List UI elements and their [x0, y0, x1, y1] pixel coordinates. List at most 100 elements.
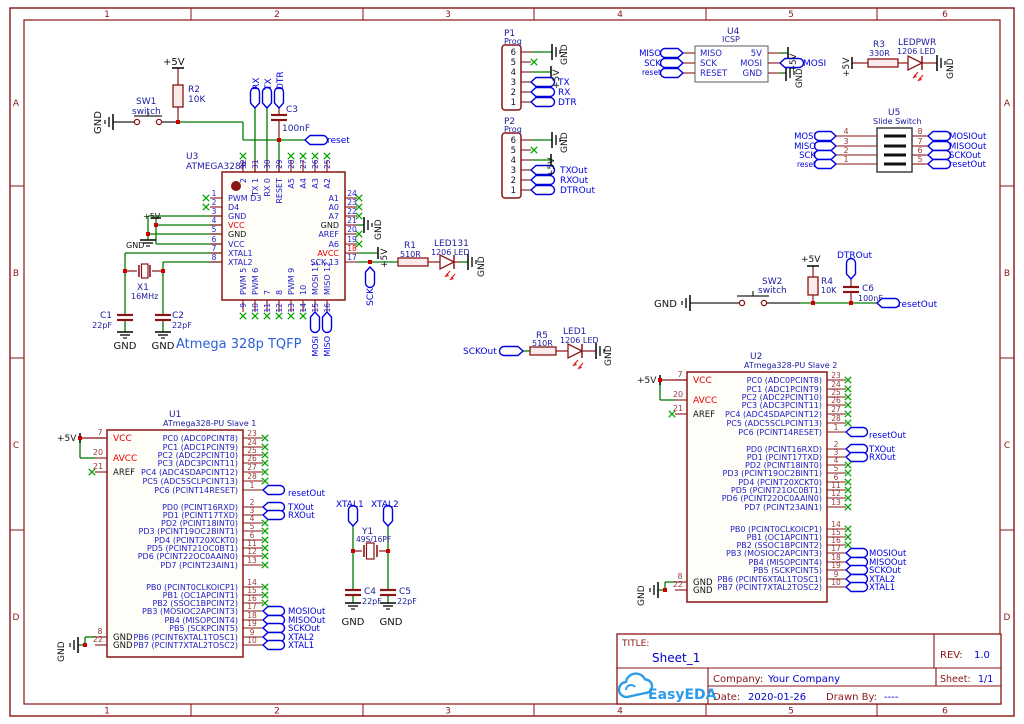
net-flag[interactable]	[529, 86, 556, 98]
schematic-label: 18	[347, 244, 357, 253]
net-flag[interactable]	[303, 134, 329, 146]
schematic-label: GND	[93, 111, 104, 134]
u3-chip-body[interactable]	[221, 171, 346, 301]
net-flag[interactable]	[261, 509, 286, 521]
r3-resistor-body[interactable]	[867, 58, 899, 68]
net-flag[interactable]	[382, 504, 394, 528]
net-flag[interactable]	[529, 96, 556, 108]
switch-contact[interactable]	[155, 118, 163, 126]
schematic-label: 1	[843, 155, 848, 164]
schematic-label: X1	[137, 283, 149, 293]
net-flag[interactable]	[926, 149, 952, 161]
schematic-label: PD5 (PCINT21OC0BT1)	[731, 486, 822, 495]
net-flag[interactable]	[875, 297, 901, 309]
schematic-label: SCK 13	[310, 258, 339, 267]
switch-contact[interactable]	[760, 299, 768, 307]
net-flag[interactable]	[309, 310, 321, 334]
schematic-label: PD3 (PCINT19OC2BINT1)	[139, 527, 238, 536]
schematic-label: +5V	[637, 376, 657, 386]
y1-crystal-body[interactable]	[365, 542, 375, 560]
net-flag[interactable]	[321, 310, 333, 334]
schematic-label: Y1	[361, 527, 373, 537]
schematic-label: 23	[347, 198, 357, 207]
net-flag[interactable]	[844, 564, 869, 576]
net-flag[interactable]	[844, 581, 869, 593]
net-flag[interactable]	[249, 86, 261, 110]
schematic-label: DTROut	[837, 251, 872, 261]
net-flag[interactable]	[659, 57, 685, 69]
net-flag[interactable]	[926, 158, 952, 170]
net-flag[interactable]	[844, 547, 869, 559]
schematic-label: 21	[347, 216, 357, 225]
schematic-label: 10	[299, 285, 308, 295]
no-connect-icon	[844, 486, 852, 494]
led1-led-body[interactable]	[567, 342, 584, 360]
net-flag[interactable]	[529, 174, 556, 186]
net-flag[interactable]	[261, 622, 286, 634]
schematic-label: 27	[247, 463, 257, 472]
net-flag[interactable]	[364, 265, 376, 289]
net-flag[interactable]	[844, 451, 869, 463]
schematic-label: P1	[504, 29, 515, 39]
net-flag[interactable]	[926, 140, 952, 152]
net-flag[interactable]	[813, 130, 838, 142]
schematic-label: 17	[347, 253, 357, 262]
net-flag[interactable]	[529, 184, 556, 196]
u1-chip-body[interactable]	[106, 429, 244, 658]
schematic-label: GND	[637, 585, 647, 606]
schematic-label: DTR	[558, 98, 577, 108]
p1-connector-body[interactable]	[501, 44, 522, 111]
u2-chip-body[interactable]	[686, 371, 828, 603]
net-flag[interactable]	[926, 130, 952, 142]
net-flag[interactable]	[529, 164, 556, 176]
r5-resistor-body[interactable]	[529, 346, 557, 356]
net-flag[interactable]	[273, 86, 285, 110]
r4-resistor-body[interactable]	[807, 276, 819, 296]
net-flag[interactable]	[813, 158, 838, 170]
net-flag[interactable]	[813, 149, 838, 161]
schematic-label: +5V	[789, 53, 799, 72]
schematic-label: 5	[834, 464, 839, 473]
schematic-label: GND	[795, 68, 805, 88]
ledpwr-led-body[interactable]	[907, 54, 924, 72]
net-flag[interactable]	[778, 57, 805, 69]
schematic-label: 7	[97, 428, 102, 437]
r1-resistor-body[interactable]	[397, 257, 429, 267]
schematic-label: 9	[250, 628, 255, 637]
led131-led-body[interactable]	[439, 253, 456, 271]
no-connect-icon	[355, 203, 363, 211]
net-flag[interactable]	[845, 257, 857, 281]
schematic-label: PD2 (PCINT18INT0)	[745, 461, 822, 470]
switch-contact[interactable]	[133, 118, 141, 126]
x1-crystal-body[interactable]	[140, 263, 149, 279]
net-flag[interactable]	[813, 140, 838, 152]
p2-connector-body[interactable]	[501, 132, 522, 199]
net-flag[interactable]	[529, 76, 556, 88]
junction-dot	[154, 223, 158, 227]
net-flag[interactable]	[261, 639, 286, 651]
schematic-label: 2	[834, 440, 839, 449]
net-flag[interactable]	[347, 504, 359, 528]
schematic-label: GND	[604, 345, 614, 366]
net-flag[interactable]	[261, 605, 286, 617]
net-flag[interactable]	[659, 47, 685, 59]
schematic-label: 21	[673, 404, 683, 413]
frame-row-label: A	[1004, 99, 1011, 109]
date-value: 2020-01-26	[748, 692, 806, 703]
r2-resistor-body[interactable]	[172, 84, 184, 108]
schematic-label: 22pF	[172, 321, 192, 330]
schematic-label: PC2 (ADC2PCINT10)	[158, 451, 238, 460]
net-flag[interactable]	[261, 86, 273, 110]
u4-icsp-body[interactable]	[694, 45, 769, 83]
net-flag[interactable]	[261, 484, 286, 496]
net-flag[interactable]	[498, 345, 525, 357]
switch-contact[interactable]	[738, 299, 746, 307]
schematic-label: 1206 LED	[431, 248, 470, 257]
schematic-label: 3	[511, 166, 516, 176]
net-flag[interactable]	[844, 426, 869, 438]
net-flag[interactable]	[659, 67, 685, 79]
no-connect-icon	[261, 477, 269, 485]
schematic-label: 1206 LED	[897, 47, 936, 56]
schematic-label: +5V	[163, 57, 185, 68]
